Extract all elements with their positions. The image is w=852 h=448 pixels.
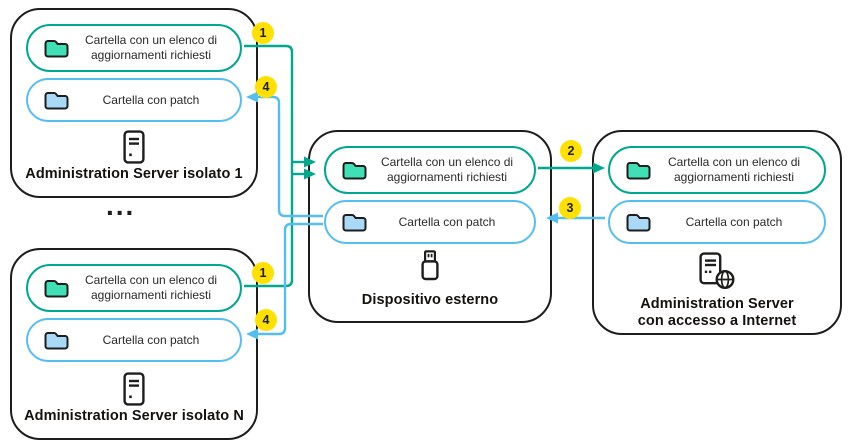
folder-teal-icon <box>341 160 368 181</box>
folder-teal-icon <box>43 38 70 59</box>
updates-list-folder-pill: Cartella con un elenco di aggiornamenti … <box>608 146 826 194</box>
box-title: Administration Server isolato N <box>24 408 244 424</box>
folder-teal-icon <box>625 160 652 181</box>
patch-folder-label: Cartella con patch <box>398 214 496 229</box>
patch-folder-pill: Cartella con patch <box>26 78 242 122</box>
patch-folder-pill: Cartella con patch <box>324 200 536 244</box>
folder-teal-icon <box>43 278 70 299</box>
updates-list-folder-pill: Cartella con un elenco di aggiornamenti … <box>26 24 242 72</box>
external-device-box: Cartella con un elenco di aggiornamenti … <box>308 130 552 323</box>
updates-list-folder-label: Cartella con un elenco di aggiornamenti … <box>84 273 218 302</box>
patch-folder-label: Cartella con patch <box>102 92 200 107</box>
updates-list-folder-label: Cartella con un elenco di aggiornamenti … <box>84 33 218 62</box>
internet-server-globe-icon <box>699 252 735 295</box>
folder-blue-icon <box>43 90 70 111</box>
isolated-server-n-box: Cartella con un elenco di aggiornamenti … <box>10 248 258 440</box>
updates-list-folder-pill: Cartella con un elenco di aggiornamenti … <box>26 264 242 312</box>
box-title: Administration Server con accesso a Inte… <box>637 296 797 330</box>
patch-folder-label: Cartella con patch <box>685 214 783 229</box>
folder-blue-icon <box>341 212 368 233</box>
updates-list-folder-pill: Cartella con un elenco di aggiornamenti … <box>324 146 536 194</box>
isolated-server-1-box: Cartella con un elenco di aggiornamenti … <box>10 8 258 198</box>
updates-list-folder-label: Cartella con un elenco di aggiornamenti … <box>380 155 514 184</box>
folder-blue-icon <box>625 212 652 233</box>
internet-server-box: Cartella con un elenco di aggiornamenti … <box>592 130 842 335</box>
step-3-badge: 3 <box>559 197 581 219</box>
updates-list-folder-label: Cartella con un elenco di aggiornamenti … <box>667 155 801 184</box>
box-title: Administration Server isolato 1 <box>25 166 243 182</box>
folder-blue-icon <box>43 330 70 351</box>
step-1-badge: 1 <box>252 22 274 44</box>
box-title: Dispositivo esterno <box>361 292 499 308</box>
more-servers-ellipsis: ... <box>106 190 136 221</box>
step-4-badge: 4 <box>255 309 277 331</box>
step-2-badge: 2 <box>560 140 582 162</box>
server-tower-icon <box>123 372 145 411</box>
server-tower-icon <box>123 130 145 169</box>
step-1-badge: 1 <box>252 262 274 284</box>
step-4-badge: 4 <box>255 76 277 98</box>
usb-drive-icon <box>419 250 441 286</box>
patch-folder-pill: Cartella con patch <box>608 200 826 244</box>
patch-folder-pill: Cartella con patch <box>26 318 242 362</box>
patch-folder-label: Cartella con patch <box>102 332 200 347</box>
